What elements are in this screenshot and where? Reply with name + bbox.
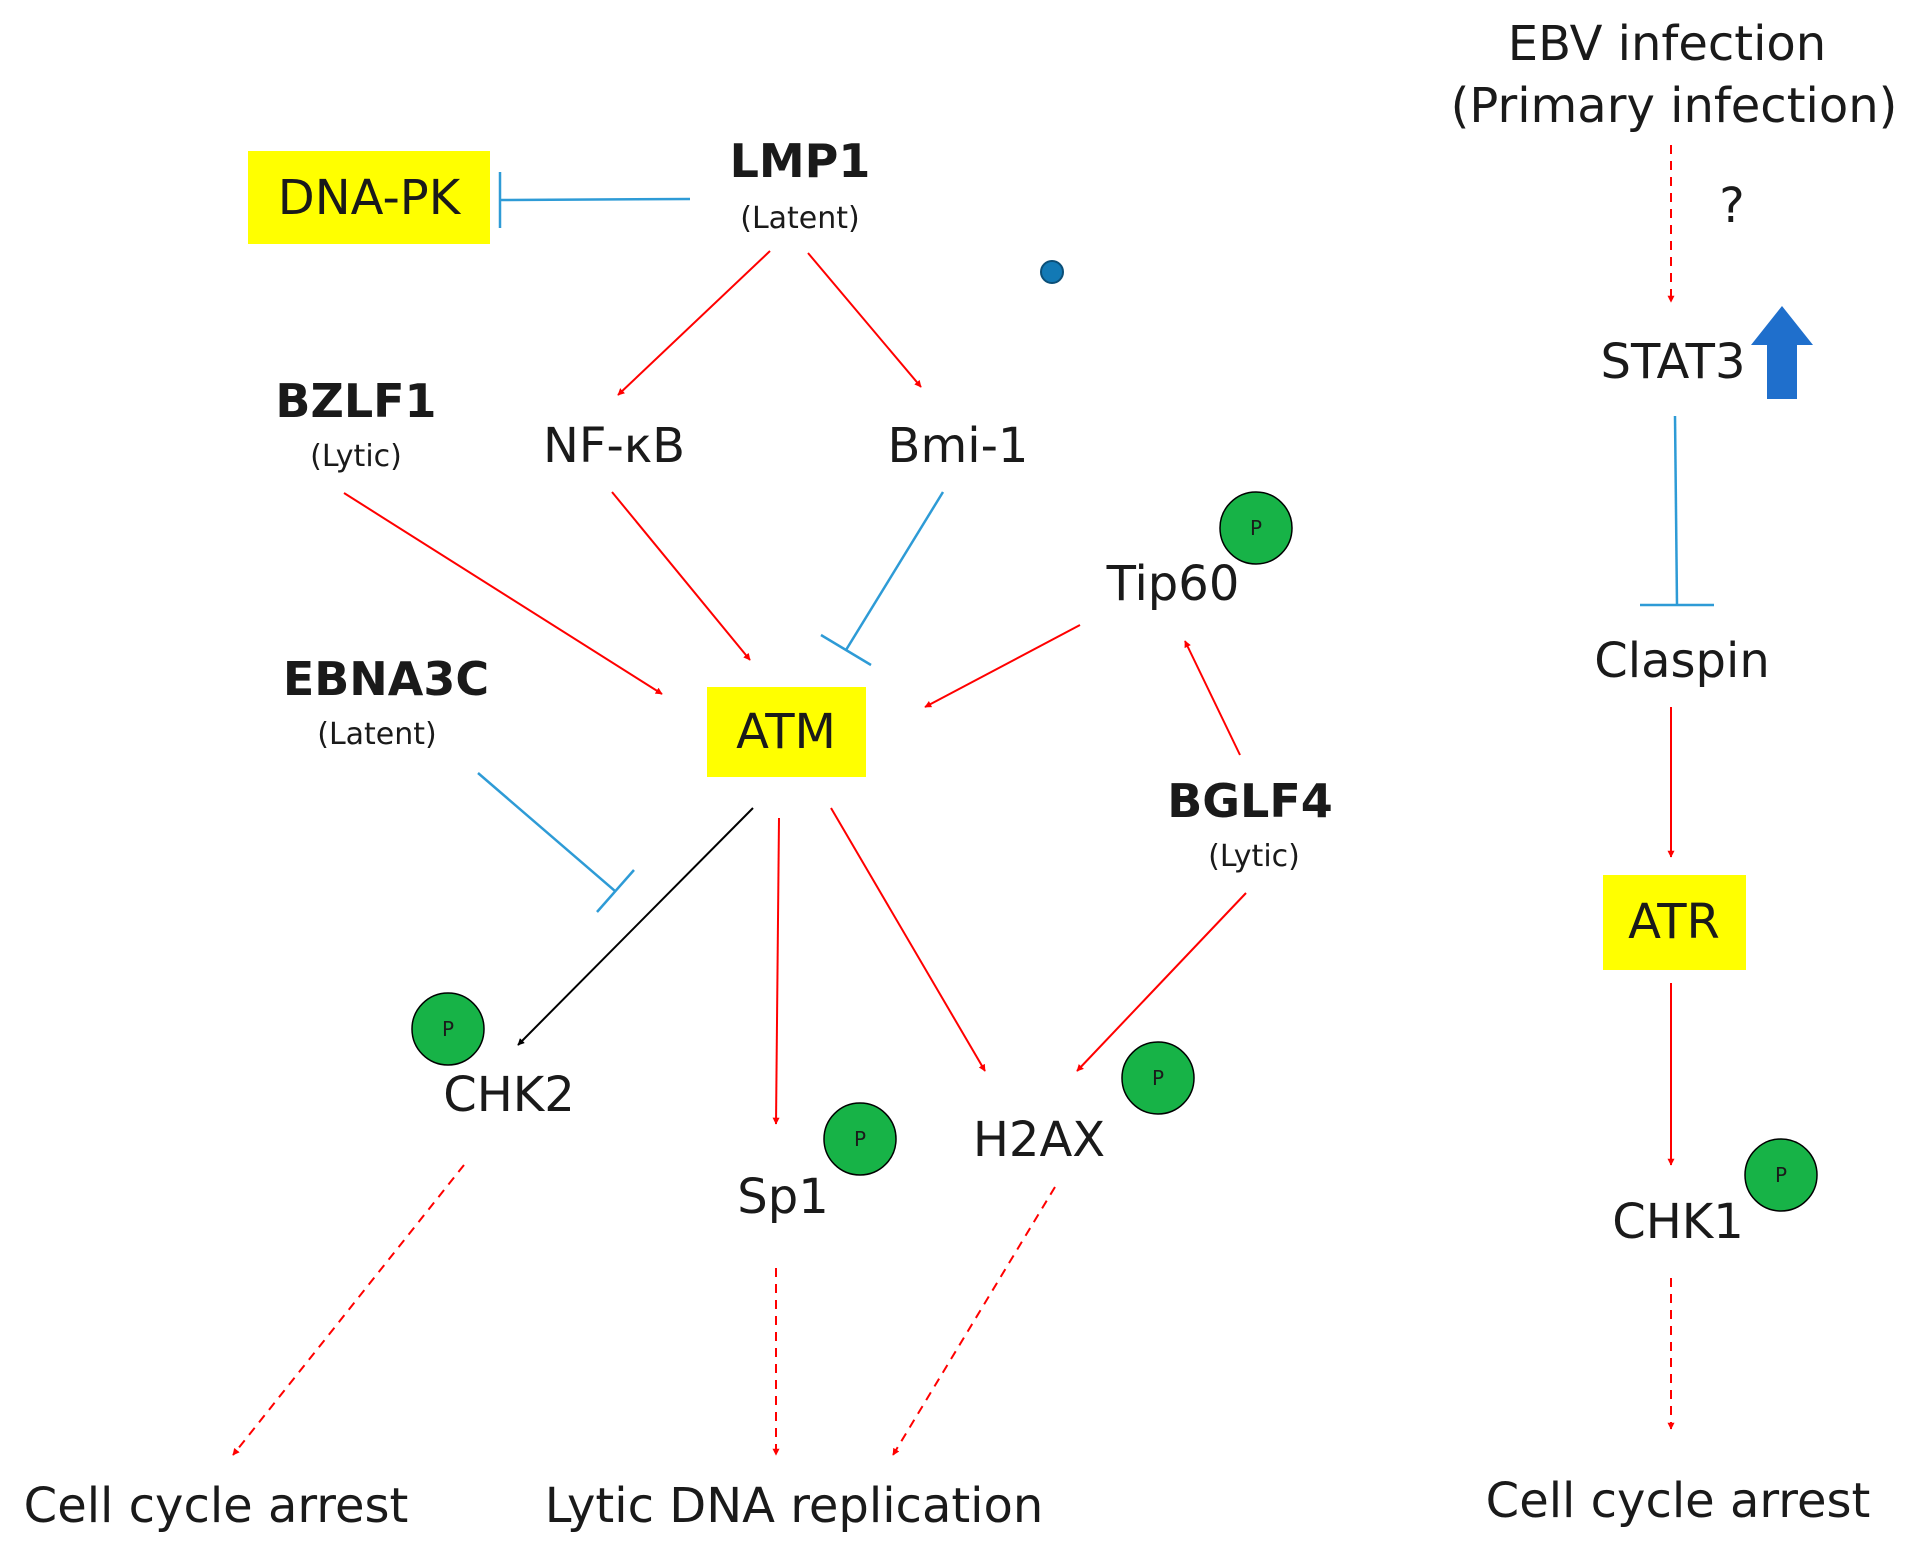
circle-p-icon — [1744, 1138, 1818, 1212]
node-nfkb: NF-κB — [543, 418, 685, 474]
edge-chk2-arrest — [232, 1164, 465, 1456]
node-sp1: Sp1 — [737, 1169, 828, 1225]
node-arrest-left: Cell cycle arrest — [24, 1478, 409, 1534]
phospho-label: P — [1250, 516, 1262, 540]
edge-atm-chk2 — [517, 807, 754, 1046]
node-stat3: STAT3 — [1600, 334, 1745, 390]
node-ebv-line2: (Primary infection) — [1451, 78, 1898, 134]
node-bzlf1-sub: (Lytic) — [310, 439, 402, 474]
node-chk2: CHK2 — [443, 1067, 575, 1123]
node-dnapk: DNA-PK — [278, 170, 462, 226]
question-mark: ? — [1719, 178, 1744, 234]
edge-nfkb-atm — [611, 491, 751, 661]
node-bzlf1: BZLF1 — [275, 374, 436, 428]
edge-h2ax-lytic — [892, 1186, 1056, 1456]
node-claspin: Claspin — [1594, 633, 1770, 689]
circle-p-icon — [411, 992, 485, 1066]
node-chk1: CHK1 — [1612, 1194, 1744, 1250]
edge-stat3-claspin — [1640, 415, 1714, 607]
node-bglf4: BGLF4 — [1167, 774, 1333, 828]
node-lmp1-sub: (Latent) — [740, 201, 860, 236]
node-ebna3c: EBNA3C — [283, 652, 489, 706]
phospho-tip60: P — [1219, 491, 1293, 565]
phospho-label: P — [442, 1017, 454, 1041]
node-ebna3c-sub: (Latent) — [317, 717, 437, 752]
node-atr: ATR — [1628, 894, 1720, 950]
node-bglf4-sub: (Lytic) — [1208, 839, 1300, 874]
phospho-h2ax: P — [1121, 1041, 1195, 1115]
edge-bglf4-h2ax — [1076, 892, 1247, 1072]
atr-box — [1603, 875, 1746, 970]
dot-icon — [1040, 260, 1064, 284]
edge-ebna3c-chk2 — [477, 772, 635, 913]
node-ebv-line1: EBV infection — [1508, 16, 1826, 72]
edge-atm-h2ax — [830, 807, 986, 1072]
edge-bzlf1-atm — [343, 492, 663, 695]
dnapk-box — [248, 151, 490, 244]
circle-p-icon — [1121, 1041, 1195, 1115]
node-arrest-right: Cell cycle arrest — [1486, 1473, 1871, 1529]
node-bmi1: Bmi-1 — [888, 418, 1029, 474]
phospho-label: P — [1152, 1066, 1164, 1090]
atm-box — [707, 687, 866, 777]
edge-lmp1-bmi1 — [807, 252, 922, 388]
edge-tip60-atm — [924, 624, 1081, 708]
edge-lmp1-dnapk — [498, 172, 691, 228]
phospho-chk2: P — [411, 992, 485, 1066]
node-tip60: Tip60 — [1106, 556, 1240, 612]
phospho-sp1: P — [823, 1102, 897, 1176]
edge-bmi1-atm — [820, 491, 945, 667]
node-lmp1: LMP1 — [730, 134, 871, 188]
phospho-label: P — [1775, 1163, 1787, 1187]
node-h2ax: H2AX — [973, 1112, 1105, 1168]
phospho-chk1: P — [1744, 1138, 1818, 1212]
edge-lmp1-nfkb — [617, 250, 771, 396]
up-arrow-icon — [1751, 306, 1813, 399]
phospho-label: P — [854, 1127, 866, 1151]
circle-p-icon — [1219, 491, 1293, 565]
node-lytic-replication: Lytic DNA replication — [545, 1478, 1044, 1534]
edge-bglf4-tip60 — [1184, 640, 1241, 756]
circle-p-icon — [823, 1102, 897, 1176]
node-atm: ATM — [736, 704, 836, 760]
edge-atm-sp1 — [772, 817, 780, 1125]
